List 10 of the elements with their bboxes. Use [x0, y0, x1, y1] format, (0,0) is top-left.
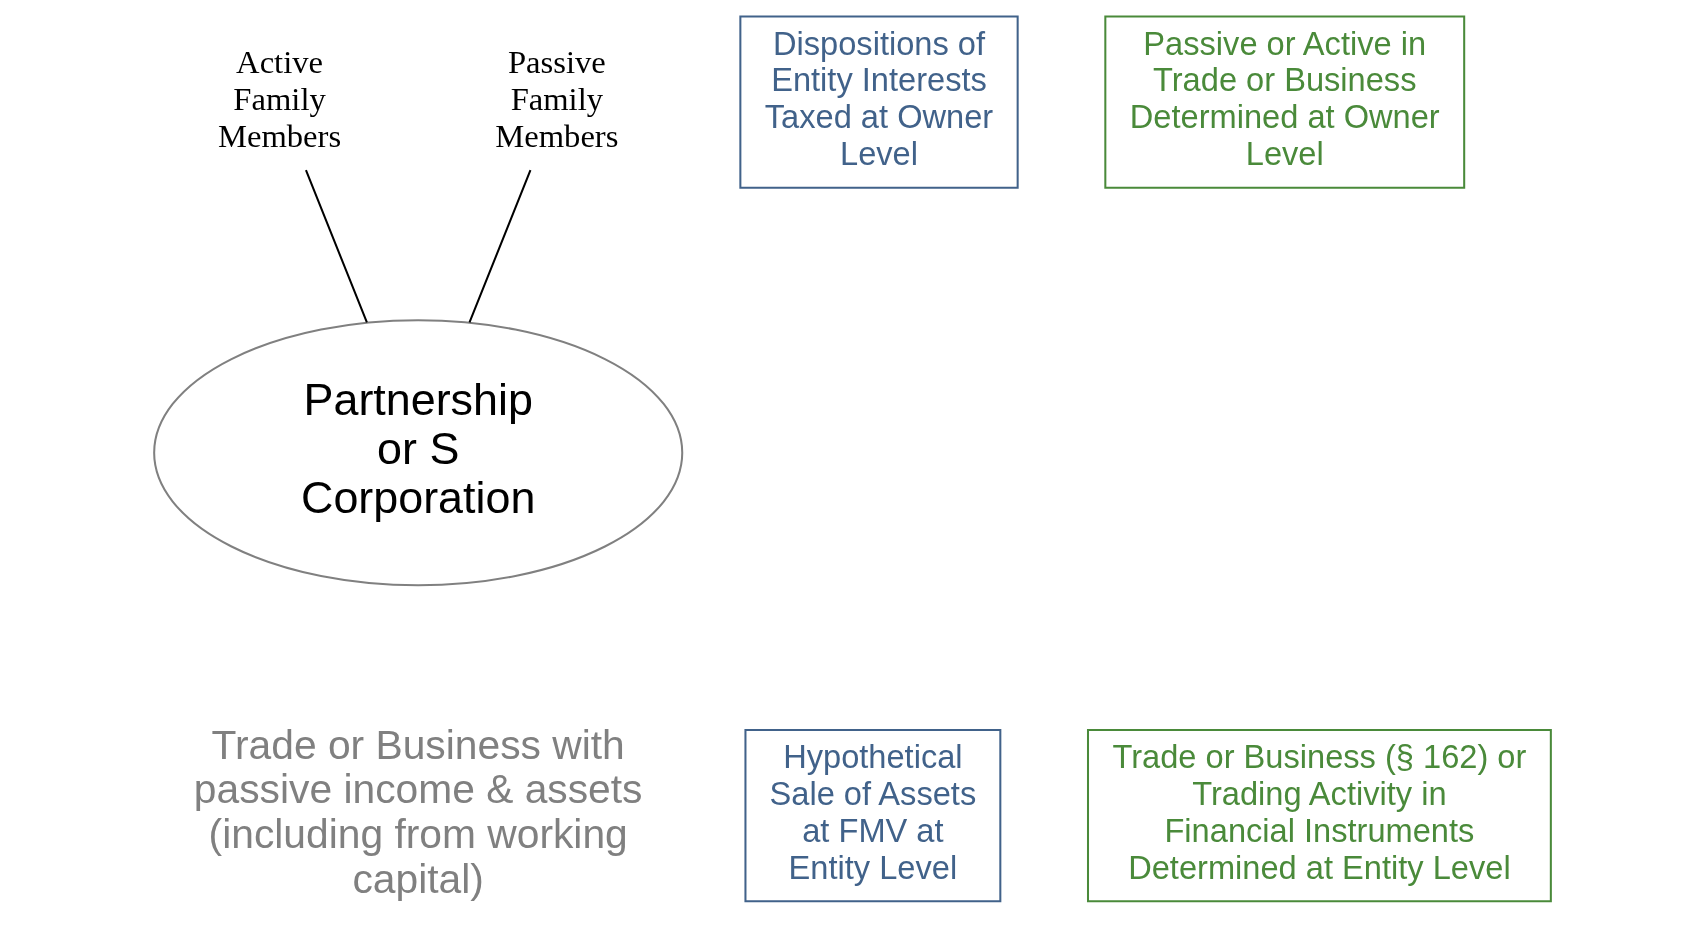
node-box: Trade or Business (§ 162) or Trading Activity in Financial Instruments Determined at Entity Level: [1086, 729, 1552, 903]
node-text: Active Family Members: [217, 44, 341, 154]
connector: [468, 169, 531, 323]
connector: [304, 169, 368, 323]
node-label: Trade or Business with passive income & assets (including from working capital): [193, 721, 643, 903]
node-box: Passive or Active in Trade or Business Determined at Owner Level: [1103, 15, 1465, 189]
node-ellipse: Partnership or S Corporation: [152, 319, 683, 587]
node-box: Dispositions of Entity Interests Taxed at Owner Level: [738, 15, 1019, 189]
node-text: Passive Family Members: [494, 44, 618, 154]
node-box: Hypothetical Sale of Assets at FMV at Entity Level: [743, 729, 1001, 903]
